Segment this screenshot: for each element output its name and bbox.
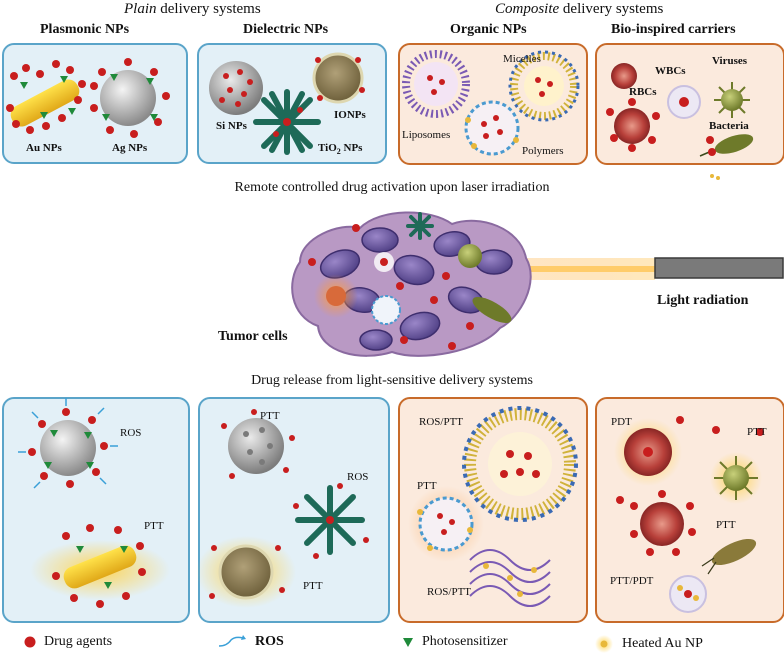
b4-rbc-ring: [630, 490, 696, 556]
label-si-nps: Si NPs: [216, 120, 247, 132]
label-light-radiation: Light radiation: [657, 293, 749, 308]
b4-label-ptt-pdt: PTT/PDT: [610, 575, 654, 587]
label-micelles: Micelles: [503, 53, 541, 65]
b2-label-ptt-bottom: PTT: [303, 580, 323, 592]
b1-label-ptt: PTT: [144, 520, 164, 532]
bio-title: Bio-inspired carriers: [611, 22, 736, 37]
bio-virus: [714, 82, 750, 118]
b1-ag-particle: [18, 398, 118, 489]
laser-device: [654, 257, 784, 279]
b4-rbc-glow: [614, 418, 682, 486]
b3-label-ptt: PTT: [417, 480, 437, 492]
tumor-tissue: [291, 211, 532, 357]
b4-label-ptt-mid: PTT: [716, 519, 736, 531]
ag-nanoparticle: [90, 58, 170, 138]
dielectric-title: Dielectric NPs: [243, 22, 329, 37]
legend-photosensitizer: Photosensitizer: [402, 634, 508, 650]
bio-rbc-large: [606, 98, 660, 152]
ros-icon: [218, 635, 246, 647]
label-tumor-cells: Tumor cells: [218, 329, 288, 344]
label-tio2-nps: TiO2 NPs: [318, 142, 363, 157]
b4-wbc: [669, 575, 707, 613]
b3-liposome: [408, 486, 484, 562]
organic-micelle-left: [402, 50, 470, 118]
organic-micelle-right: [508, 50, 580, 122]
label-viruses: Viruses: [712, 55, 748, 67]
label-bacteria: Bacteria: [709, 120, 749, 132]
b3-label-ros-ptt-top: ROS/PTT: [419, 416, 464, 428]
b4-drops: [616, 416, 764, 504]
laser-beam: [525, 258, 655, 280]
legend-drug-agents: Drug agents: [24, 634, 112, 650]
b3-label-ros-ptt-bottom: ROS/PTT: [427, 586, 472, 598]
photosensitizer-icon: [403, 638, 413, 647]
legend-heated-au-np: Heated Au NP: [594, 634, 703, 654]
b1-label-ros: ROS: [120, 427, 142, 439]
label-ag-nps: Ag NPs: [112, 142, 148, 154]
caption-drug-release: Drug release from light-sensitive delive…: [251, 373, 533, 388]
b3-polymer: [469, 549, 551, 607]
bio-wbc: [667, 85, 701, 119]
b4-bacteria: [701, 538, 757, 575]
label-polymers: Polymers: [522, 145, 564, 157]
tio2-nanoparticle: [253, 89, 321, 155]
ionp-nanoparticle: [312, 52, 365, 104]
label-ionps: IONPs: [334, 109, 366, 121]
b2-tio2-particle: [293, 483, 369, 559]
au-nanorod: [6, 60, 86, 134]
label-rbcs: RBCs: [629, 86, 657, 98]
organic-title: Organic NPs: [450, 22, 527, 37]
bio-bacteria: [699, 134, 754, 180]
b2-ionp-particle: [196, 536, 296, 608]
label-liposomes: Liposomes: [402, 129, 451, 141]
drug-agent-icon: [24, 636, 36, 648]
organic-liposome: [464, 100, 520, 156]
si-nanoparticle: [209, 61, 263, 115]
bio-rbc-small: [611, 63, 637, 89]
composite-header: Composite delivery systems: [495, 1, 664, 17]
legend-ros: ROS: [217, 634, 284, 650]
b2-label-ptt-top: PTT: [260, 410, 280, 422]
plain-header: Plain delivery systems: [124, 1, 261, 17]
label-wbcs: WBCs: [655, 65, 686, 77]
plasmonic-title: Plasmonic NPs: [40, 22, 130, 37]
b4-label-ptt-top: PTT: [747, 426, 767, 438]
label-au-nps: Au NPs: [26, 142, 62, 154]
b2-label-ros: ROS: [347, 471, 369, 483]
b1-au-rod: [30, 524, 170, 608]
b4-label-pdt: PDT: [611, 416, 632, 428]
b3-micelle: [462, 406, 578, 522]
b2-si-particle: [221, 409, 295, 479]
heated-au-np-icon: [595, 635, 613, 653]
b4-virus: [710, 452, 762, 504]
caption-remote-activation: Remote controlled drug activation upon l…: [234, 180, 550, 195]
